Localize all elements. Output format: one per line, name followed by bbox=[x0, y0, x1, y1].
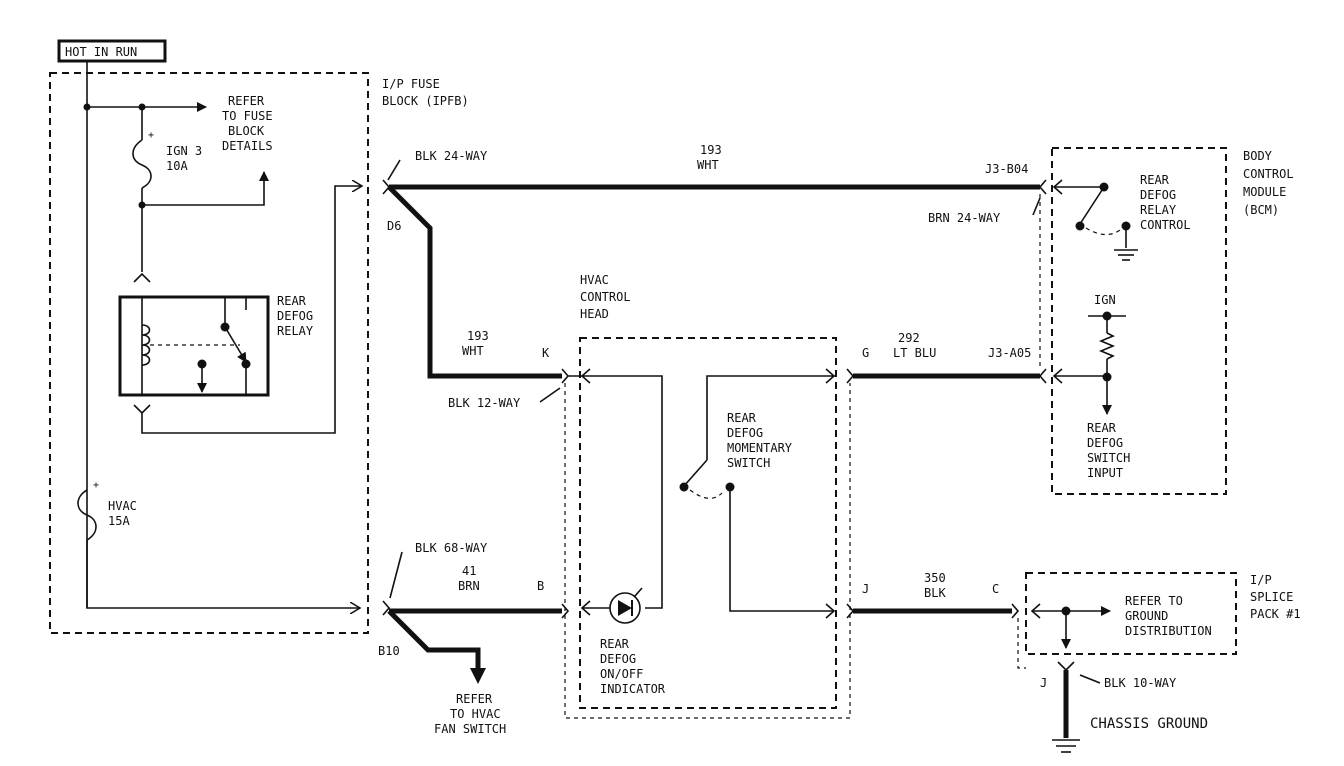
blk68-label: BLK 68-WAY bbox=[415, 541, 488, 555]
blk10-label: BLK 10-WAY bbox=[1104, 676, 1177, 690]
relay-control-label: DEFOG bbox=[1140, 188, 1176, 202]
rear-defog-relay bbox=[118, 295, 270, 397]
chassis-ground-label: CHASSIS GROUND bbox=[1090, 716, 1208, 732]
indicator-label: INDICATOR bbox=[600, 682, 666, 696]
ign3-label: 10A bbox=[166, 159, 188, 173]
fan-switch-label: REFER bbox=[456, 692, 493, 706]
relay-control-switch-icon bbox=[1079, 186, 1105, 225]
bcm-title: MODULE bbox=[1243, 185, 1286, 199]
d6-label: D6 bbox=[387, 219, 401, 233]
splice-pack-title: I/P bbox=[1250, 573, 1272, 587]
fan-switch-label: FAN SWITCH bbox=[434, 722, 506, 736]
ipfb-title-1: I/P FUSE bbox=[382, 77, 440, 91]
wire-350-label: BLK bbox=[924, 586, 946, 600]
fan-switch-label: TO HVAC bbox=[450, 707, 501, 721]
hvac-fuse-label: HVAC bbox=[108, 499, 137, 513]
hvac-head-title: HEAD bbox=[580, 307, 609, 321]
splice-pack-title: SPLICE bbox=[1250, 590, 1293, 604]
wire-41-label: 41 bbox=[462, 564, 476, 578]
wire-292-label: LT BLU bbox=[893, 346, 936, 360]
wire-193-mid-label: 193 bbox=[467, 329, 489, 343]
wire-193-wht-mid bbox=[387, 185, 562, 379]
hot-in-run-box: HOT IN RUN bbox=[57, 39, 167, 63]
rear-defog-indicator-icon bbox=[609, 587, 643, 624]
pin-j-label: J bbox=[862, 582, 869, 596]
splice-pack-boundary bbox=[1025, 572, 1237, 655]
j3a05-label: J3-A05 bbox=[988, 346, 1031, 360]
ground-dist-label: DISTRIBUTION bbox=[1125, 624, 1212, 638]
momentary-switch-label: SWITCH bbox=[727, 456, 770, 470]
bcm-title: BODY bbox=[1243, 149, 1273, 163]
wire-350-label: 350 bbox=[924, 571, 946, 585]
indicator-label: DEFOG bbox=[600, 652, 636, 666]
ipfb-boundary bbox=[49, 72, 369, 634]
momentary-switch-icon bbox=[683, 459, 708, 487]
refer-fuse-label: DETAILS bbox=[222, 139, 273, 153]
pin-b-label: B bbox=[537, 579, 544, 593]
hvac-fuse-icon bbox=[77, 489, 97, 541]
ground-dist-label: GROUND bbox=[1125, 609, 1168, 623]
svg-text:+: + bbox=[93, 480, 99, 491]
chassis-ground-icon bbox=[1052, 739, 1080, 753]
ipfb-title-2: BLOCK (IPFB) bbox=[382, 94, 469, 108]
ign3-fuse-icon bbox=[132, 139, 152, 189]
switch-input-label: SWITCH bbox=[1087, 451, 1130, 465]
hvac-head-title: HVAC bbox=[580, 273, 609, 287]
wire-193-mid-label: WHT bbox=[462, 344, 484, 358]
refer-fuse-label: BLOCK bbox=[228, 124, 265, 138]
pin-k-label: K bbox=[542, 346, 550, 360]
j3b04-label: J3-B04 bbox=[985, 162, 1028, 176]
wire-193-label: 193 bbox=[700, 143, 722, 157]
pin-g-label: G bbox=[862, 346, 869, 360]
switch-input-label: REAR bbox=[1087, 421, 1117, 435]
bcm-title: CONTROL bbox=[1243, 167, 1294, 181]
refer-fuse-label: TO FUSE bbox=[222, 109, 273, 123]
relay-control-label: CONTROL bbox=[1140, 218, 1191, 232]
resistor-icon bbox=[1098, 332, 1116, 360]
bcm-title: (BCM) bbox=[1243, 203, 1279, 217]
blk12-label: BLK 12-WAY bbox=[448, 396, 521, 410]
relay-label: RELAY bbox=[277, 324, 314, 338]
momentary-switch-label: MOMENTARY bbox=[727, 441, 793, 455]
indicator-label: REAR bbox=[600, 637, 630, 651]
relay-switch-icon bbox=[224, 326, 247, 363]
relay-label: DEFOG bbox=[277, 309, 313, 323]
wire-193-label: WHT bbox=[697, 158, 719, 172]
wire-to-fan-switch bbox=[387, 609, 481, 670]
pin-j-bottom-label: J bbox=[1040, 676, 1047, 690]
switch-input-label: DEFOG bbox=[1087, 436, 1123, 450]
hvac-fuse-label: 15A bbox=[108, 514, 130, 528]
pin-c-label: C bbox=[992, 582, 999, 596]
relay-control-label: RELAY bbox=[1140, 203, 1177, 217]
momentary-switch-label: DEFOG bbox=[727, 426, 763, 440]
b10-label: B10 bbox=[378, 644, 400, 658]
refer-fuse-label: REFER bbox=[228, 94, 265, 108]
ign-label: IGN bbox=[1094, 293, 1116, 307]
indicator-label: ON/OFF bbox=[600, 667, 643, 681]
wire-41-label: BRN bbox=[458, 579, 480, 593]
brn24-label: BRN 24-WAY bbox=[928, 211, 1001, 225]
ground-dist-label: REFER TO bbox=[1125, 594, 1183, 608]
momentary-switch-label: REAR bbox=[727, 411, 757, 425]
svg-text:+: + bbox=[148, 130, 154, 141]
bcm-boundary bbox=[1051, 147, 1227, 495]
ground-icon bbox=[1114, 249, 1138, 261]
blk24-label: BLK 24-WAY bbox=[415, 149, 488, 163]
hot-in-run-label: HOT IN RUN bbox=[65, 45, 137, 59]
hvac-head-title: CONTROL bbox=[580, 290, 631, 304]
wire-292-label: 292 bbox=[898, 331, 920, 345]
splice-pack-title: PACK #1 bbox=[1250, 607, 1301, 621]
switch-input-label: INPUT bbox=[1087, 466, 1123, 480]
relay-control-label: REAR bbox=[1140, 173, 1170, 187]
relay-label: REAR bbox=[277, 294, 307, 308]
relay-coil-icon bbox=[141, 324, 151, 366]
ign3-label: IGN 3 bbox=[166, 144, 202, 158]
